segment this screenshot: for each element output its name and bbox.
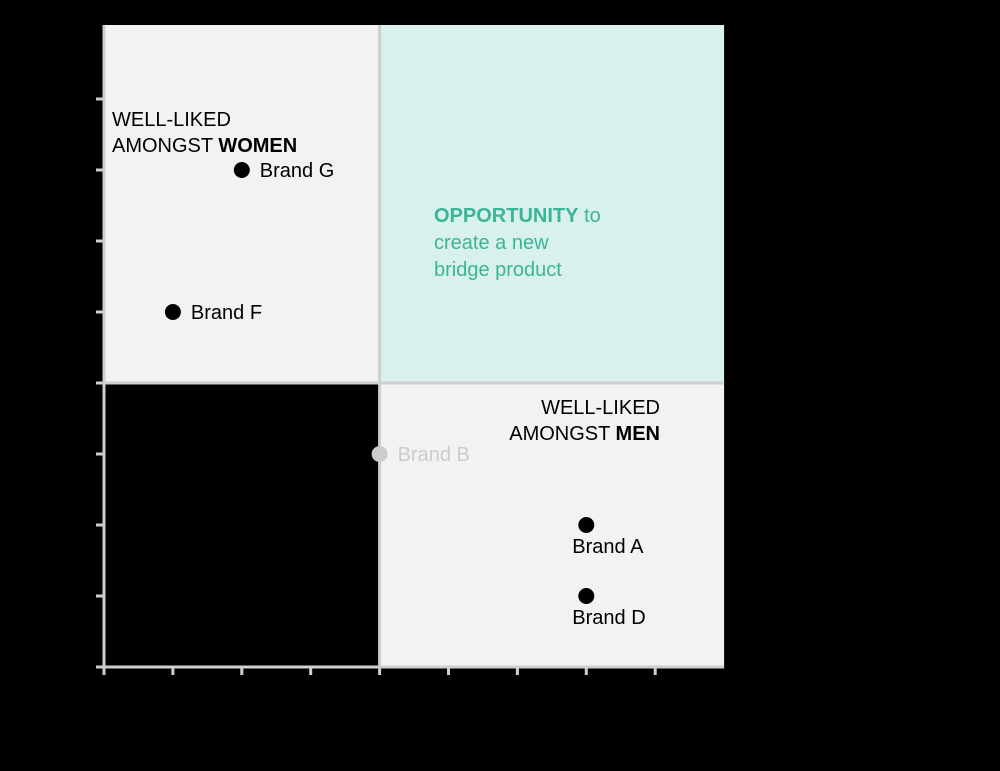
women-quadrant-prefix: AMONGST xyxy=(112,135,219,157)
data-point xyxy=(164,304,181,320)
data-point-label: Brand G xyxy=(260,160,334,182)
data-point xyxy=(233,162,250,178)
women-quadrant-label: WELL-LIKED AMONGST WOMEN xyxy=(112,107,297,159)
opportunity-line2: create a new xyxy=(434,232,549,254)
quadrant-low xyxy=(104,383,380,667)
women-quadrant-line1: WELL-LIKED xyxy=(112,109,231,131)
quadrant-men xyxy=(379,383,725,667)
data-point xyxy=(578,588,595,604)
data-point xyxy=(371,446,388,462)
men-quadrant-emphasis: MEN xyxy=(615,423,660,445)
women-quadrant-emphasis: WOMEN xyxy=(218,135,298,157)
men-quadrant-line1: WELL-LIKED xyxy=(541,397,660,419)
opportunity-quadrant-label: OPPORTUNITY to create a new bridge produ… xyxy=(434,203,601,284)
quadrant-women xyxy=(104,25,380,383)
quadrant-opportunity xyxy=(379,25,725,383)
men-quadrant-label: WELL-LIKED AMONGST MEN xyxy=(509,395,660,447)
opportunity-rest: to xyxy=(578,205,601,227)
data-point xyxy=(578,517,595,533)
data-point-label: Brand B xyxy=(398,444,470,466)
data-point-label: Brand A xyxy=(572,536,644,558)
data-point-label: Brand D xyxy=(572,607,645,629)
opportunity-emphasis: OPPORTUNITY xyxy=(434,205,579,227)
data-point-label: Brand F xyxy=(191,302,262,324)
men-quadrant-prefix: AMONGST xyxy=(509,423,616,445)
opportunity-line3: bridge product xyxy=(434,259,562,281)
